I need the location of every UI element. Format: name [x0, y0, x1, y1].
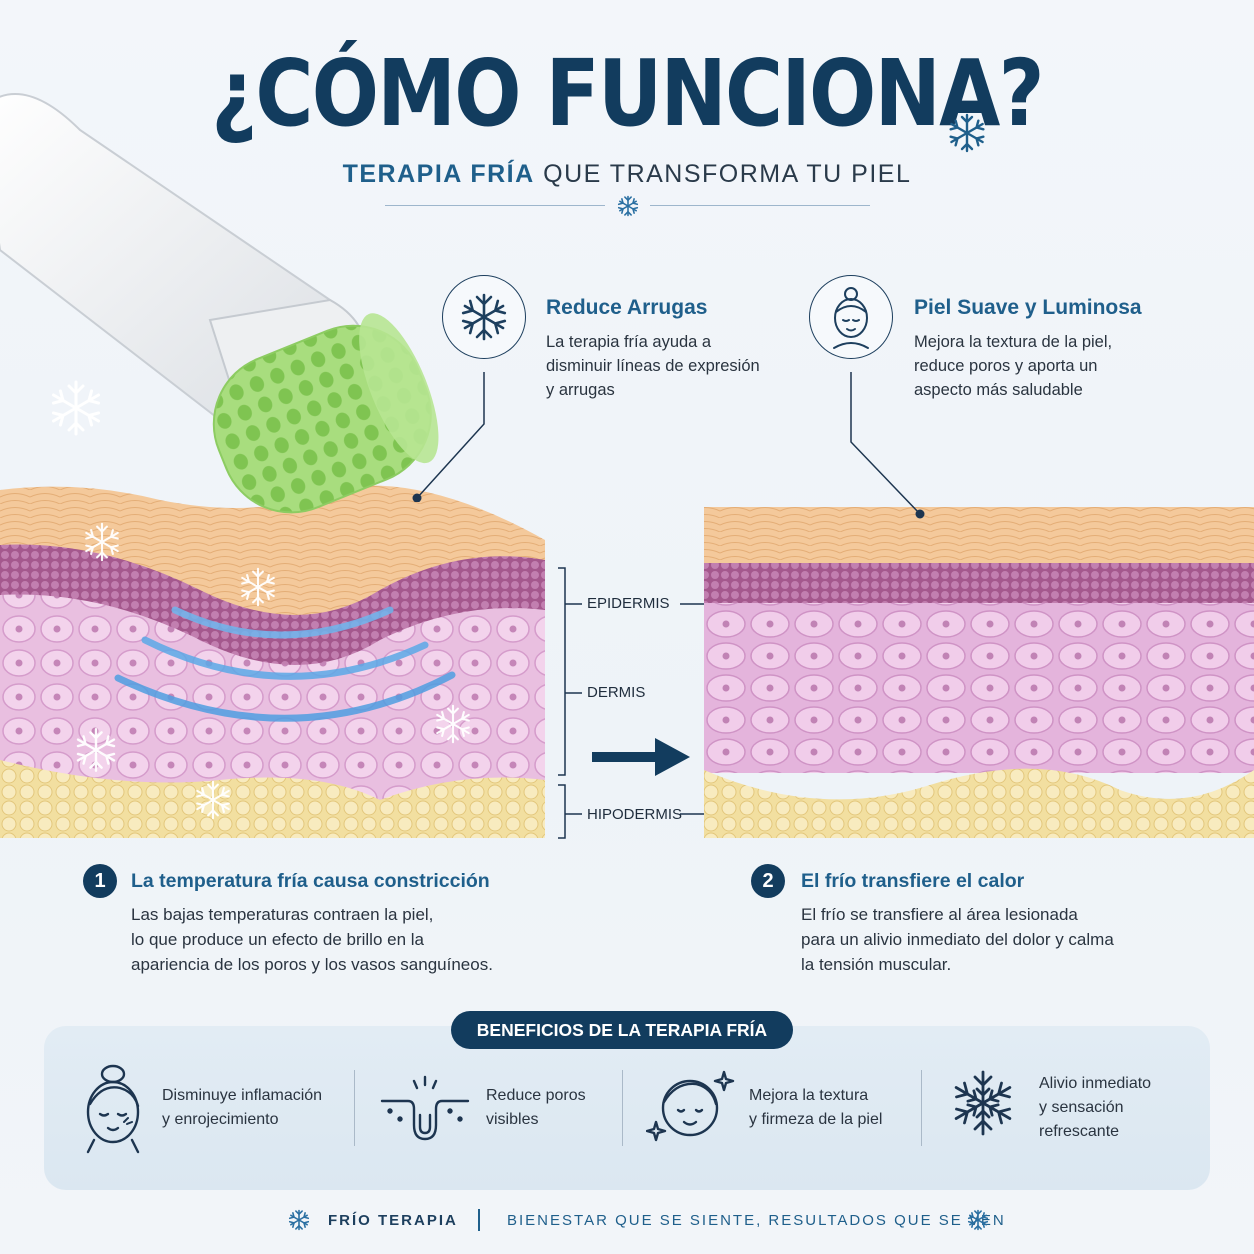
- benefit-divider: [921, 1070, 922, 1146]
- step-2-number: 2: [751, 864, 785, 898]
- label-hipodermis: HIPODERMIS: [587, 806, 683, 823]
- feature-1-pointer: [412, 372, 485, 502]
- step-2-line-3: la tensión muscular.: [801, 955, 952, 974]
- step-1-line-2: lo que produce un efecto de brillo en la: [131, 930, 424, 949]
- benefit-2-text: Reduce poros visibles: [486, 1084, 586, 1132]
- benefit-divider: [622, 1070, 623, 1146]
- ice-roller: [0, 93, 439, 514]
- subtitle-rule-right: [650, 205, 870, 206]
- feature-2-desc: Mejora la textura de la piel, reduce por…: [914, 330, 1112, 402]
- label-dermis: DERMIS: [587, 684, 646, 701]
- feature-1-line-2: disminuir líneas de expresión: [546, 357, 760, 375]
- face-sparkle-icon: [646, 1070, 735, 1142]
- step-1-line-1: Las bajas temperaturas contraen la piel,: [131, 905, 434, 924]
- title-snowflake-icon: [947, 113, 987, 153]
- benefit-divider: [354, 1070, 355, 1146]
- skin-illustration: [0, 93, 1254, 839]
- feature-2-pointer: [850, 372, 925, 519]
- benefit-3-text: Mejora la textura y firmeza de la piel: [749, 1084, 882, 1132]
- snowflake-icon: [460, 293, 508, 341]
- feature-2-icon-circle: [809, 275, 893, 359]
- step-1-line-3: apariencia de los poros y los vasos sang…: [131, 955, 493, 974]
- subtitle-accent: TERAPIA FRÍA: [342, 160, 535, 188]
- subtitle: TERAPIA FRÍA QUE TRANSFORMA TU PIEL: [0, 160, 1254, 189]
- step-2-line-2: para un alivio inmediato del dolor y cal…: [801, 930, 1114, 949]
- snowflake-icon: [950, 1070, 1016, 1136]
- step-1-title: La temperatura fría causa constricción: [131, 870, 490, 892]
- step-1-number: 1: [83, 864, 117, 898]
- footer-snowflake-icon: [288, 1209, 310, 1231]
- transition-arrow: [592, 738, 690, 776]
- skin-before: [0, 485, 545, 838]
- subtitle-rest: QUE TRANSFORMA TU PIEL: [543, 160, 912, 188]
- step-2-desc: El frío se transfiere al área lesionada …: [801, 902, 1114, 977]
- benefit-1-line-2: y enrojecimiento: [162, 1111, 279, 1128]
- benefit-4-line-2: y sensación: [1039, 1099, 1124, 1116]
- face-bun-icon: [86, 1064, 140, 1154]
- benefits-heading: BENEFICIOS DE LA TERAPIA FRÍA: [451, 1011, 793, 1049]
- deco-snowflake-icon: [48, 380, 104, 436]
- benefit-4-line-3: refrescante: [1039, 1123, 1120, 1140]
- subtitle-rule-left: [385, 205, 605, 206]
- feature-1-desc: La terapia fría ayuda a disminuir líneas…: [546, 330, 760, 402]
- benefit-4-line-1: Alivio inmediato: [1039, 1075, 1152, 1092]
- footer-brand: FRÍO TERAPIA: [328, 1212, 458, 1229]
- face-icon: [833, 287, 869, 349]
- feature-1-line-3: y arrugas: [546, 381, 615, 399]
- footer-tagline: BIENESTAR QUE SE SIENTE, RESULTADOS QUE …: [507, 1212, 1006, 1229]
- benefit-4-text: Alivio inmediato y sensación refrescante: [1039, 1072, 1151, 1144]
- feature-1-icon-circle: [442, 275, 526, 359]
- subtitle-snowflake-icon: [617, 195, 639, 217]
- feature-2-title: Piel Suave y Luminosa: [914, 296, 1142, 319]
- benefits-panel: [44, 1026, 1210, 1190]
- benefit-3-line-1: Mejora la textura: [749, 1087, 869, 1104]
- feature-1-title: Reduce Arrugas: [546, 296, 708, 319]
- feature-2-line-1: Mejora la textura de la piel,: [914, 333, 1113, 351]
- benefit-1-text: Disminuye inflamación y enrojecimiento: [162, 1084, 322, 1132]
- step-2-title: El frío transfiere el calor: [801, 870, 1025, 892]
- footer-snowflake-icon: [967, 1209, 989, 1231]
- skin-after: [704, 507, 1254, 838]
- footer-divider: [478, 1209, 480, 1231]
- step-1-desc: Las bajas temperaturas contraen la piel,…: [131, 902, 493, 977]
- feature-2-line-2: reduce poros y aporta un: [914, 357, 1098, 375]
- benefit-2-line-1: Reduce poros: [486, 1087, 586, 1104]
- feature-1-line-1: La terapia fría ayuda a: [546, 333, 712, 351]
- label-epidermis: EPIDERMIS: [587, 595, 670, 612]
- benefit-1-line-1: Disminuye inflamación: [162, 1087, 323, 1104]
- benefit-2-line-2: visibles: [486, 1111, 539, 1128]
- feature-2-line-3: aspecto más saludable: [914, 381, 1083, 399]
- page-title: ¿CÓMO FUNCIONA?: [211, 40, 1044, 147]
- pore-icon: [380, 1075, 470, 1141]
- benefit-3-line-2: y firmeza de la piel: [749, 1111, 883, 1128]
- step-2-line-1: El frío se transfiere al área lesionada: [801, 905, 1078, 924]
